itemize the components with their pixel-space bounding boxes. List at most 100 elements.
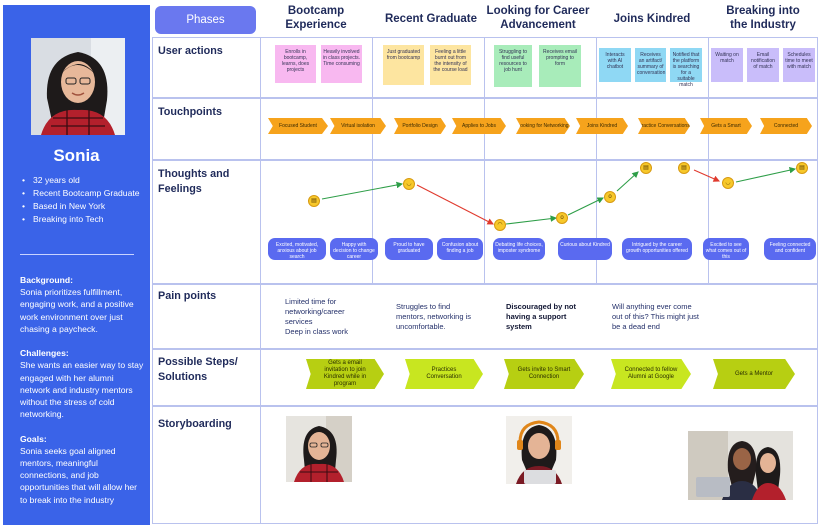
trend-arrow — [693, 169, 721, 182]
sticky-note: Email notification of match — [747, 48, 779, 82]
touchpoint: Practice Conversations — [638, 118, 690, 134]
sticky-note: Waiting on match — [711, 48, 743, 82]
sticky-note: Receives email prompting to form — [539, 45, 581, 87]
pain-point: Will anything ever come out of this? Thi… — [612, 302, 699, 331]
column-divider — [708, 37, 709, 284]
pain-point: Limited time for networking/career servi… — [285, 297, 367, 337]
background-text: Sonia prioritizes fulfillment, engaging … — [20, 287, 134, 334]
row-storyboarding — [152, 406, 818, 524]
touchpoint: Connected — [760, 118, 812, 134]
storyboard-photo — [688, 431, 793, 500]
row-label-solutions: Possible Steps/ Solutions — [158, 356, 238, 383]
surprised-emoji-icon: o — [604, 191, 616, 203]
touchpoint: Portfolio Design — [394, 118, 446, 134]
trend-arrow — [505, 215, 558, 225]
sticky-note: Schedules time to meet with match — [783, 48, 815, 82]
touchpoint: Gets a Smart Connection — [700, 118, 752, 134]
storyboard-photo — [286, 416, 352, 482]
challenges-text: She wants an easier way to stay engaged … — [20, 360, 144, 420]
row-pain-points — [152, 284, 818, 349]
sticky-note: Notified that the platform is searching … — [670, 48, 702, 88]
feeling-pill: Curious about Kindred — [558, 238, 612, 260]
pain-point-text: Limited time for networking/career servi… — [285, 297, 345, 326]
row-user-actions — [152, 37, 818, 98]
pain-point: Struggles to find mentors, networking is… — [396, 302, 472, 331]
persona-facts: 32 years old Recent Bootcamp Graduate Ba… — [21, 174, 146, 226]
sticky-note: Heavily involved in class projects. Time… — [321, 45, 362, 83]
feeling-pill: Excited, motivated, anxious about job se… — [268, 238, 326, 260]
touchpoint: Focused Student — [268, 118, 328, 134]
row-touchpoints — [152, 98, 818, 160]
persona-photo — [31, 38, 125, 135]
solution-step: Practices Conversation — [405, 359, 483, 389]
pain-point: Discouraged by not having a support syst… — [506, 302, 577, 331]
persona-panel: Sonia 32 years old Recent Bootcamp Gradu… — [3, 5, 150, 525]
smile-emoji-icon: ◡ — [722, 177, 734, 189]
goals-text: Sonia seeks goal aligned mentors, meanin… — [20, 445, 138, 505]
persona-fact: Recent Bootcamp Graduate — [21, 187, 146, 200]
smile-emoji-icon: ◡ — [403, 178, 415, 190]
touchpoint: Virtual isolation — [330, 118, 386, 134]
solution-step: Gets a Mentor — [713, 359, 795, 389]
pain-point-text: Deep in class work — [285, 327, 348, 336]
touchpoint: Applies to Jobs — [452, 118, 506, 134]
row-label-pain-points: Pain points — [158, 290, 217, 302]
surprised-emoji-icon: o — [556, 212, 568, 224]
solution-step: Connected to fellow Alumni at Google — [611, 359, 691, 389]
touchpoint: Looking for Networking Events — [516, 118, 570, 134]
feeling-pill: Happy with decision to change career — [330, 238, 378, 260]
feeling-pill: Feeling connected and confident — [764, 238, 816, 260]
worried-emoji-icon: ◠ — [494, 219, 506, 231]
persona-divider — [20, 254, 134, 255]
sticky-note: Interacts with AI chatbot — [599, 48, 631, 82]
challenges-label: Challenges: — [20, 348, 69, 359]
grin-emoji-icon: ▤ — [640, 162, 652, 174]
phases-label: Phases — [155, 6, 256, 34]
persona-name: Sonia — [53, 146, 100, 165]
trend-arrow — [321, 181, 404, 200]
solution-step: Gets invite to Smart Connection — [504, 359, 584, 389]
grimace-emoji-icon: ▤ — [308, 195, 320, 207]
persona-bio: Background: Sonia prioritizes fulfillmen… — [20, 274, 145, 518]
trend-arrow — [416, 184, 494, 225]
trend-arrow — [735, 166, 797, 183]
stage-title-bootcamp: Bootcamp Experience — [285, 5, 347, 31]
persona-fact: Breaking into Tech — [21, 213, 146, 226]
feeling-pill: Debating life choices, imposter syndrome — [493, 238, 545, 260]
stage-title-breaking-in: Breaking into the Industry — [726, 5, 800, 31]
column-divider — [372, 37, 373, 284]
row-label-thoughts: Thoughts and Feelings — [158, 168, 230, 195]
column-divider — [484, 37, 485, 284]
grin-emoji-icon: ▤ — [678, 162, 690, 174]
sticky-note: Struggling to find useful resources to j… — [494, 45, 532, 87]
solution-step: Gets a email invitation to join Kindred … — [306, 359, 384, 389]
grin-emoji-icon: ▤ — [796, 162, 808, 174]
trend-arrow — [567, 197, 604, 216]
touchpoint: Joins Kindred — [576, 118, 628, 134]
trend-arrow — [616, 171, 639, 192]
stage-title-joins-kindred: Joins Kindred — [613, 13, 691, 25]
persona-fact: 32 years old — [21, 174, 146, 187]
row-label-storyboarding: Storyboarding — [158, 418, 232, 430]
feeling-pill: Confusion about finding a job — [437, 238, 483, 260]
stage-title-career-advancement: Looking for Career Advancement — [486, 5, 590, 31]
row-solutions — [152, 349, 818, 406]
row-label-touchpoints: Touchpoints — [158, 106, 222, 118]
feeling-pill: Intrigued by the career growth opportuni… — [622, 238, 692, 260]
sticky-note: Receives an artifact/ summary of convers… — [635, 48, 666, 82]
sticky-note: Just graduated from bootcamp — [383, 45, 424, 85]
persona-fact: Based in New York — [21, 200, 146, 213]
feeling-pill: Proud to have graduated — [385, 238, 433, 260]
column-divider — [596, 37, 597, 284]
sticky-note: Feeling a little burnt out from the inte… — [430, 45, 471, 85]
row-label-user-actions: User actions — [158, 45, 223, 57]
column-divider — [260, 37, 261, 524]
background-label: Background: — [20, 275, 73, 285]
sticky-note: Enrolls in bootcamp, learns, does projec… — [275, 45, 316, 83]
goals-label: Goals: — [20, 433, 47, 444]
row-thoughts — [152, 160, 818, 284]
feeling-pill: Excited to see what comes out of this — [703, 238, 749, 260]
storyboard-photo — [506, 416, 572, 484]
stage-title-recent-graduate: Recent Graduate — [384, 13, 478, 25]
